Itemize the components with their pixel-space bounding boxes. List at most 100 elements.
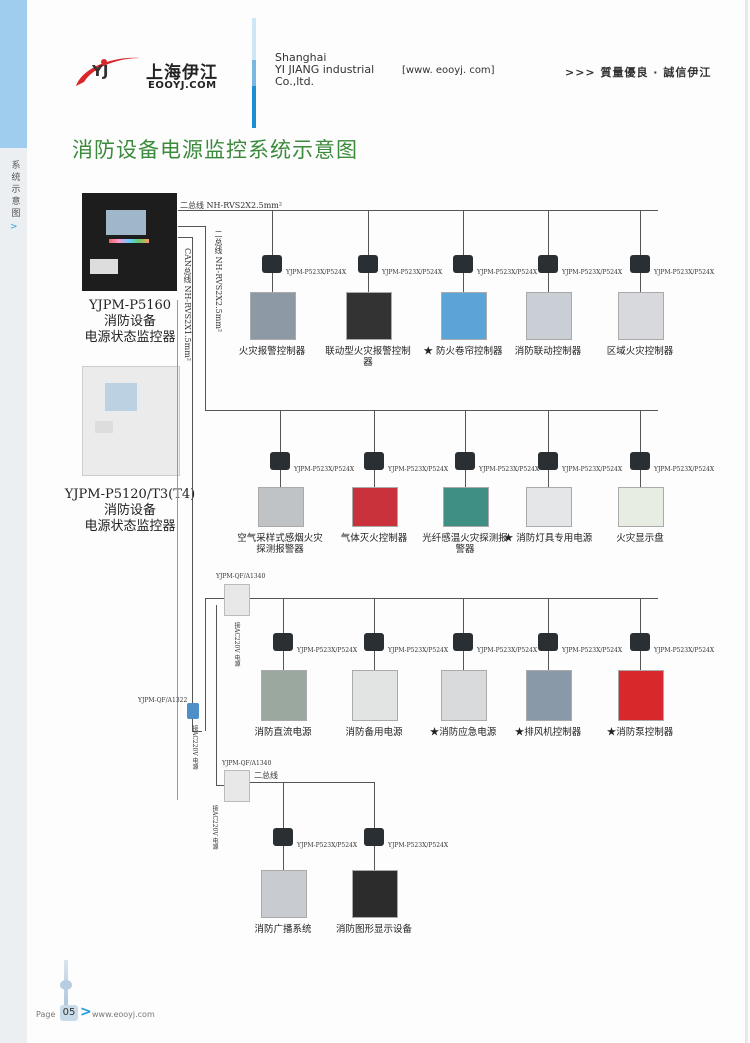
relay-label: YJPM-QF/A1340 — [216, 573, 266, 580]
monitor-p5160-label: YJPM-P5160 消防设备 电源状态监控器 — [60, 298, 200, 346]
can-bus-vertical — [192, 237, 193, 732]
module-model-label: YJPM-P523X/P524X — [297, 647, 358, 654]
bus-stub — [178, 226, 206, 227]
monitor-line2: 电源状态监控器 — [84, 330, 176, 345]
device-drop-line — [368, 210, 369, 292]
monitor-p5160-image — [82, 193, 177, 291]
device-image — [346, 292, 392, 340]
monitor-module-icon — [453, 255, 473, 273]
device-drop-line — [640, 210, 641, 292]
device-label: 气体灭火控制器 — [340, 533, 408, 544]
relay-label: YJPM-QF/A1322 — [138, 697, 188, 704]
tower-ball — [60, 980, 72, 990]
power-label: 接AC220V 电源 — [191, 725, 198, 770]
logo-swoosh-icon — [76, 57, 140, 86]
device-label: 空气采样式感烟火灾探测报警器 — [237, 533, 323, 555]
footer-arrow-icon: > — [80, 1004, 92, 1020]
bus-line-row2 — [205, 410, 658, 411]
page-number: 05 — [60, 1005, 78, 1021]
relay-a1340-2 — [224, 770, 250, 802]
device-image — [526, 670, 572, 721]
monitor-module-icon — [364, 452, 384, 470]
module-model-label: YJPM-P523X/P524X — [654, 269, 715, 276]
monitor-module-icon — [358, 255, 378, 273]
monitor-module-icon — [273, 633, 293, 651]
monitor-module-icon — [270, 452, 290, 470]
device-label: 火灾显示盘 — [616, 533, 664, 544]
monitor-module-icon — [262, 255, 282, 273]
header-divider — [252, 18, 256, 128]
sidebar-strip — [0, 148, 27, 1043]
logo-english: EOOYJ.COM — [148, 80, 217, 91]
monitor-line2: 电源状态监控器 — [84, 519, 176, 534]
device-label: 消防图形显示设备 — [335, 924, 412, 935]
monitor-module-icon — [538, 452, 558, 470]
company-name: Shanghai YI JIANG industrial Co.,ltd. — [275, 52, 374, 88]
device-image — [526, 487, 572, 527]
top-bus-label: 二总线 NH-RVS2X2.5mm² — [180, 201, 283, 210]
module-model-label: YJPM-P523X/P524X — [477, 269, 538, 276]
device-image — [258, 487, 304, 527]
bus-line-row4 — [250, 782, 375, 783]
device-drop-line — [640, 410, 641, 487]
relay-label: YJPM-QF/A1340 — [222, 760, 272, 767]
footer-page-label: Page — [36, 1010, 56, 1019]
module-model-label: YJPM-P523X/P524X — [382, 269, 443, 276]
monitor-module-icon — [364, 633, 384, 651]
logo-mark: YJ — [92, 62, 109, 80]
device-image — [618, 487, 664, 527]
device-drop-line — [548, 410, 549, 487]
device-drop-line — [374, 410, 375, 487]
module-model-label: YJPM-P523X/P524X — [654, 466, 715, 473]
wire-a1340-v — [205, 598, 206, 731]
can-bus-label: CAN总线 NH-RVS2X1.5mm² — [183, 248, 192, 362]
device-label: 光纤感温火灾探测报警器 — [422, 533, 508, 555]
device-label: 消防备用电源 — [345, 727, 403, 738]
footer-url-link[interactable]: www.eooyj.com — [92, 1010, 155, 1019]
monitor-p5120-image — [82, 366, 180, 476]
device-drop-line — [465, 410, 466, 487]
monitor-module-icon — [630, 633, 650, 651]
device-image — [250, 292, 296, 340]
device-image — [352, 670, 398, 721]
module-model-label: YJPM-P523X/P524X — [562, 269, 623, 276]
device-image — [441, 292, 487, 340]
module-model-label: YJPM-P523X/P524X — [562, 466, 623, 473]
device-drop-line — [374, 782, 375, 870]
module-model-label: YJPM-P523X/P524X — [286, 269, 347, 276]
device-drop-line — [283, 782, 284, 870]
wire-a1340b — [216, 785, 226, 786]
device-image — [618, 670, 664, 721]
module-model-label: YJPM-P523X/P524X — [477, 647, 538, 654]
monitor-model: YJPM-P5120/T3(T4) — [64, 487, 196, 502]
monitor-line1: 消防设备 — [103, 314, 156, 329]
bus-label-vertical: 二总线 NH-RVS2X2.5mm² — [214, 230, 223, 333]
page-edge — [745, 0, 748, 1043]
device-label: ★ 防火卷帘控制器 — [423, 346, 503, 357]
relay-a1322 — [187, 703, 199, 719]
module-model-label: YJPM-P523X/P524X — [388, 647, 449, 654]
device-image — [526, 292, 572, 340]
monitor-p5120-label: YJPM-P5120/T3(T4) 消防设备 电源状态监控器 — [55, 487, 205, 535]
company-line: Shanghai — [275, 51, 327, 64]
device-drop-line — [280, 410, 281, 487]
monitor-module-icon — [364, 828, 384, 846]
header-website-link[interactable]: [www. eooyj. com] — [402, 65, 495, 76]
device-label: ★消防泵控制器 — [606, 727, 674, 738]
device-label: ★ 消防灯具专用电源 — [503, 533, 593, 544]
can-stub — [178, 237, 193, 238]
device-image — [443, 487, 489, 527]
wire-to-a1340b — [216, 605, 217, 785]
device-label: ★排风机控制器 — [514, 727, 582, 738]
wire-a1340 — [205, 598, 225, 599]
module-model-label: YJPM-P523X/P524X — [479, 466, 540, 473]
module-model-label: YJPM-P523X/P524X — [388, 466, 449, 473]
device-image — [618, 292, 664, 340]
left-frame — [177, 300, 178, 800]
monitor-module-icon — [455, 452, 475, 470]
device-label: 火灾报警控制器 — [238, 346, 306, 357]
device-image — [441, 670, 487, 721]
relay-a1340-1 — [224, 584, 250, 616]
monitor-module-icon — [273, 828, 293, 846]
company-line: Co.,ltd. — [275, 75, 315, 88]
